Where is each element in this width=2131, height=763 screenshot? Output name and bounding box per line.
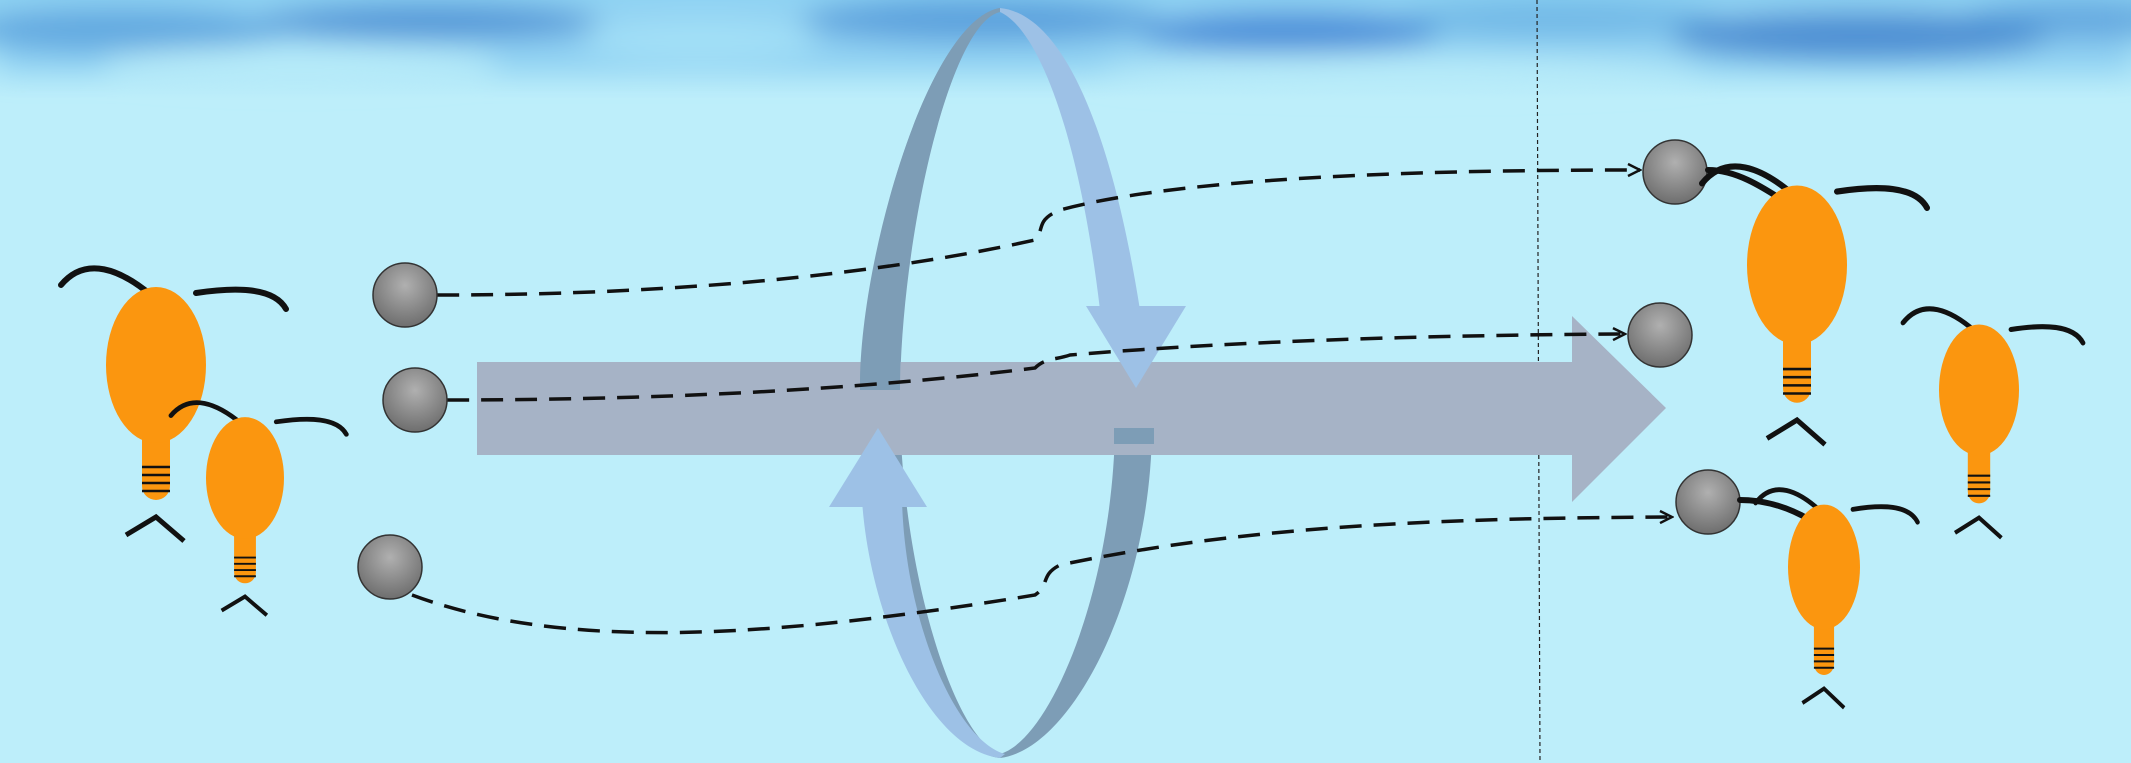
particle <box>1643 140 1707 204</box>
particle <box>1676 470 1740 534</box>
particle <box>383 368 447 432</box>
particle <box>358 535 422 599</box>
particle <box>373 263 437 327</box>
vortex-ring-back-lower <box>1114 428 1154 444</box>
particle <box>1628 303 1692 367</box>
